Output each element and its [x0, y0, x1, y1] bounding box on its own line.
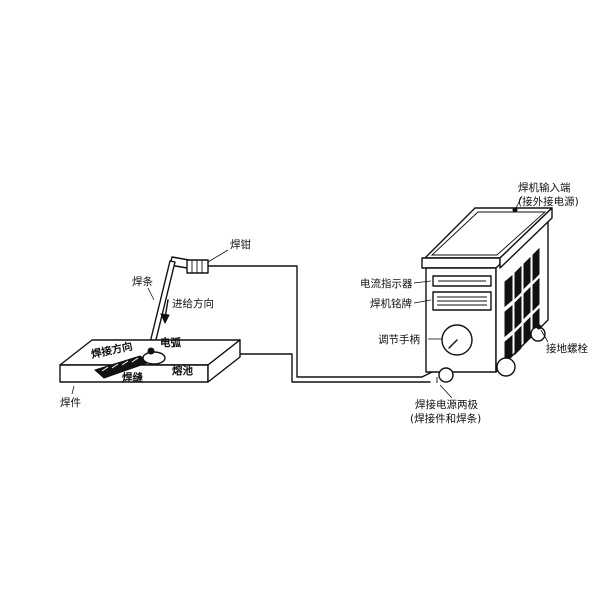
cables — [207, 265, 438, 383]
weld-pool — [142, 351, 166, 365]
label-workpiece: 焊件 — [60, 397, 81, 409]
label-output-poles-line1: 焊接电源两极 — [415, 398, 478, 411]
label-feed-direction: 进给方向 — [172, 297, 214, 310]
label-ground-bolt: 接地螺栓 — [546, 342, 588, 355]
electrode-assembly — [147, 256, 209, 353]
welding-machine — [421, 207, 553, 383]
label-output-poles-line2: (焊接件和焊条) — [410, 412, 481, 425]
arc — [147, 347, 155, 355]
label-electrode: 焊条 — [132, 275, 153, 288]
label-nameplate: 焊机铭牌 — [370, 297, 412, 310]
side-vents — [504, 247, 540, 364]
label-machine-input-line2: (接外接电源) — [518, 195, 579, 208]
label-electrode-holder: 焊钳 — [230, 238, 251, 251]
workpiece-assembly — [59, 339, 241, 383]
label-current-indicator: 电流指示器 — [360, 277, 413, 290]
label-weld-seam: 焊缝 — [122, 371, 143, 384]
electrode-holder — [186, 259, 209, 274]
wheel-rear — [496, 357, 516, 377]
label-adjust-handle: 调节手柄 — [378, 333, 420, 346]
label-weld-pool: 熔池 — [172, 364, 193, 377]
label-machine-input-line1: 焊机输入端 — [518, 181, 571, 194]
leader-lines — [71, 195, 549, 399]
label-arc: 电弧 — [160, 336, 181, 349]
wheel-front — [438, 367, 454, 383]
ground-bolt — [536, 324, 542, 330]
